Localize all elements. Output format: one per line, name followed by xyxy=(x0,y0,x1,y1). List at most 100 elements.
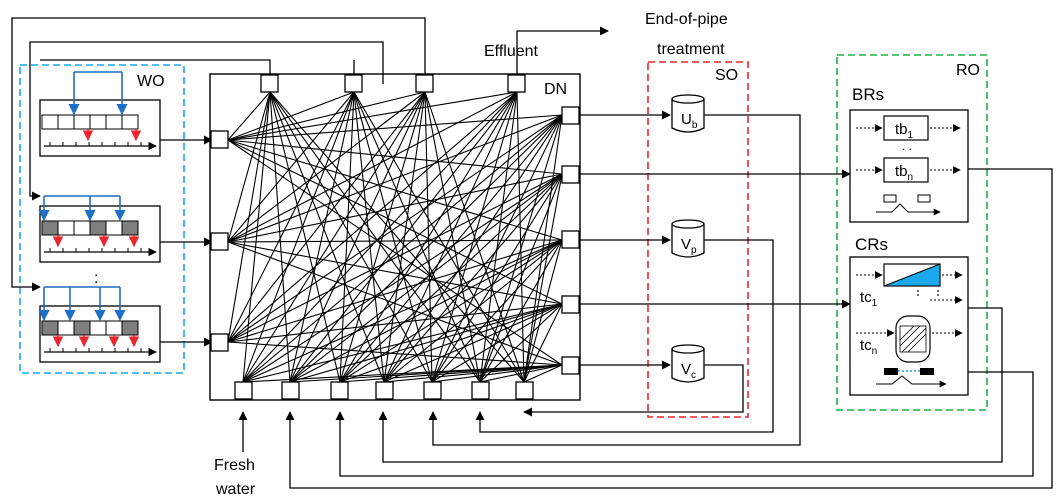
mesh-link-85 xyxy=(523,114,563,383)
dn-port-right-1 xyxy=(561,106,580,125)
effluent-label: Effluent xyxy=(484,43,539,60)
mesh-link-88 xyxy=(523,303,563,383)
tcn-column xyxy=(895,315,931,363)
mesh-link-7 xyxy=(227,139,563,305)
mesh-link-47 xyxy=(339,91,426,383)
mesh-link-51 xyxy=(339,239,563,383)
dn-port-bottom-2 xyxy=(281,381,300,400)
storage-tanks xyxy=(671,94,705,383)
mesh-link-4 xyxy=(227,114,563,141)
mesh-link-8 xyxy=(227,139,563,366)
wo-region xyxy=(19,64,185,374)
mesh-link-68 xyxy=(431,173,563,383)
mesh-link-62 xyxy=(383,364,563,383)
mesh-link-83 xyxy=(424,91,525,383)
mesh-link-37 xyxy=(289,91,355,383)
tc1-label: tc1 xyxy=(860,289,878,309)
mesh-link-22 xyxy=(227,114,563,343)
mesh-link-73 xyxy=(353,91,481,383)
routing-lines xyxy=(11,17,1053,489)
fresh-water-label-1: Fresh xyxy=(214,457,255,474)
mesh-link-75 xyxy=(479,91,518,383)
mesh-link-56 xyxy=(383,91,426,383)
mesh-link-63 xyxy=(269,91,433,383)
mesh-link-6 xyxy=(227,139,563,241)
tank-vc xyxy=(671,344,705,383)
dn-port-left-2 xyxy=(210,232,229,251)
mesh-link-57 xyxy=(383,91,518,383)
mesh-link-78 xyxy=(479,239,563,383)
fresh-water-label-2: water xyxy=(215,481,256,498)
mesh-link-59 xyxy=(383,173,563,383)
mesh-link-82 xyxy=(353,91,525,383)
mesh-link-16 xyxy=(227,241,563,305)
tcn-label: tcn xyxy=(860,337,877,357)
wo-ellipsis: : xyxy=(94,270,98,287)
mesh-link-36 xyxy=(269,91,291,383)
mesh-link-81 xyxy=(269,91,525,383)
brs-schedule-icon xyxy=(876,194,941,216)
dn-port-top-3 xyxy=(415,74,434,93)
dn-box xyxy=(209,73,581,401)
dn-label: DN xyxy=(544,81,567,98)
mesh-link-28 xyxy=(242,91,355,383)
mesh-link-23 xyxy=(227,173,563,343)
dn-port-bottom-5 xyxy=(423,381,442,400)
tank-vp-label: Vp xyxy=(681,236,697,256)
mesh-link-21 xyxy=(227,91,518,343)
mesh-link-86 xyxy=(523,173,563,383)
mesh-link-58 xyxy=(383,114,563,383)
mesh-link-27 xyxy=(242,91,271,383)
wo-label: WO xyxy=(137,73,165,90)
mesh-link-30 xyxy=(242,91,518,383)
dn-port-bottom-6 xyxy=(471,381,490,400)
dn-port-right-4 xyxy=(561,295,580,314)
mesh-link-38 xyxy=(289,91,426,383)
dn-port-top-1 xyxy=(260,74,279,93)
mesh-link-18 xyxy=(227,91,271,343)
ro-label: RO xyxy=(956,62,980,79)
end-of-pipe-label-2: treatment xyxy=(657,41,725,58)
mesh-link-44 xyxy=(289,364,563,383)
mesh-link-12 xyxy=(227,91,518,243)
mesh-link-13 xyxy=(227,114,563,243)
mesh-link-55 xyxy=(353,91,385,383)
dn-mesh xyxy=(227,91,563,383)
mesh-link-87 xyxy=(523,239,563,383)
wo-schedule-1 xyxy=(39,71,161,157)
mesh-link-54 xyxy=(269,91,385,383)
tank-ub-label: Ub xyxy=(681,111,698,131)
dn-port-bottom-7 xyxy=(515,381,534,400)
mesh-link-46 xyxy=(339,91,355,383)
dn-ports xyxy=(210,74,580,400)
dn-port-right-3 xyxy=(561,230,580,249)
mesh-link-32 xyxy=(242,173,563,383)
brs-box: . . xyxy=(849,109,969,223)
dn-port-right-5 xyxy=(561,356,580,375)
dn-port-left-1 xyxy=(210,130,229,149)
tb1-box xyxy=(883,115,929,141)
mesh-link-9 xyxy=(227,91,271,243)
mesh-link-2 xyxy=(227,91,426,141)
mesh-link-50 xyxy=(339,173,563,383)
mesh-link-65 xyxy=(424,91,433,383)
crs-box xyxy=(849,256,969,396)
mesh-link-74 xyxy=(424,91,481,383)
tbn-label: tbn xyxy=(895,163,913,183)
wo-schedules xyxy=(38,71,161,363)
mesh-link-29 xyxy=(242,91,426,383)
crs-schedule-icon xyxy=(876,368,947,388)
tank-vp xyxy=(671,219,705,258)
mesh-link-89 xyxy=(523,364,563,383)
mesh-link-33 xyxy=(242,239,563,383)
dn-port-bottom-3 xyxy=(330,381,349,400)
mesh-link-25 xyxy=(227,303,563,343)
dn-port-top-4 xyxy=(507,74,526,93)
mesh-link-3 xyxy=(227,91,518,141)
mesh-link-84 xyxy=(516,91,525,383)
brs-dots: . . xyxy=(902,139,912,153)
mesh-link-40 xyxy=(289,114,563,383)
mesh-link-79 xyxy=(479,303,563,383)
tank-ub xyxy=(671,94,705,133)
